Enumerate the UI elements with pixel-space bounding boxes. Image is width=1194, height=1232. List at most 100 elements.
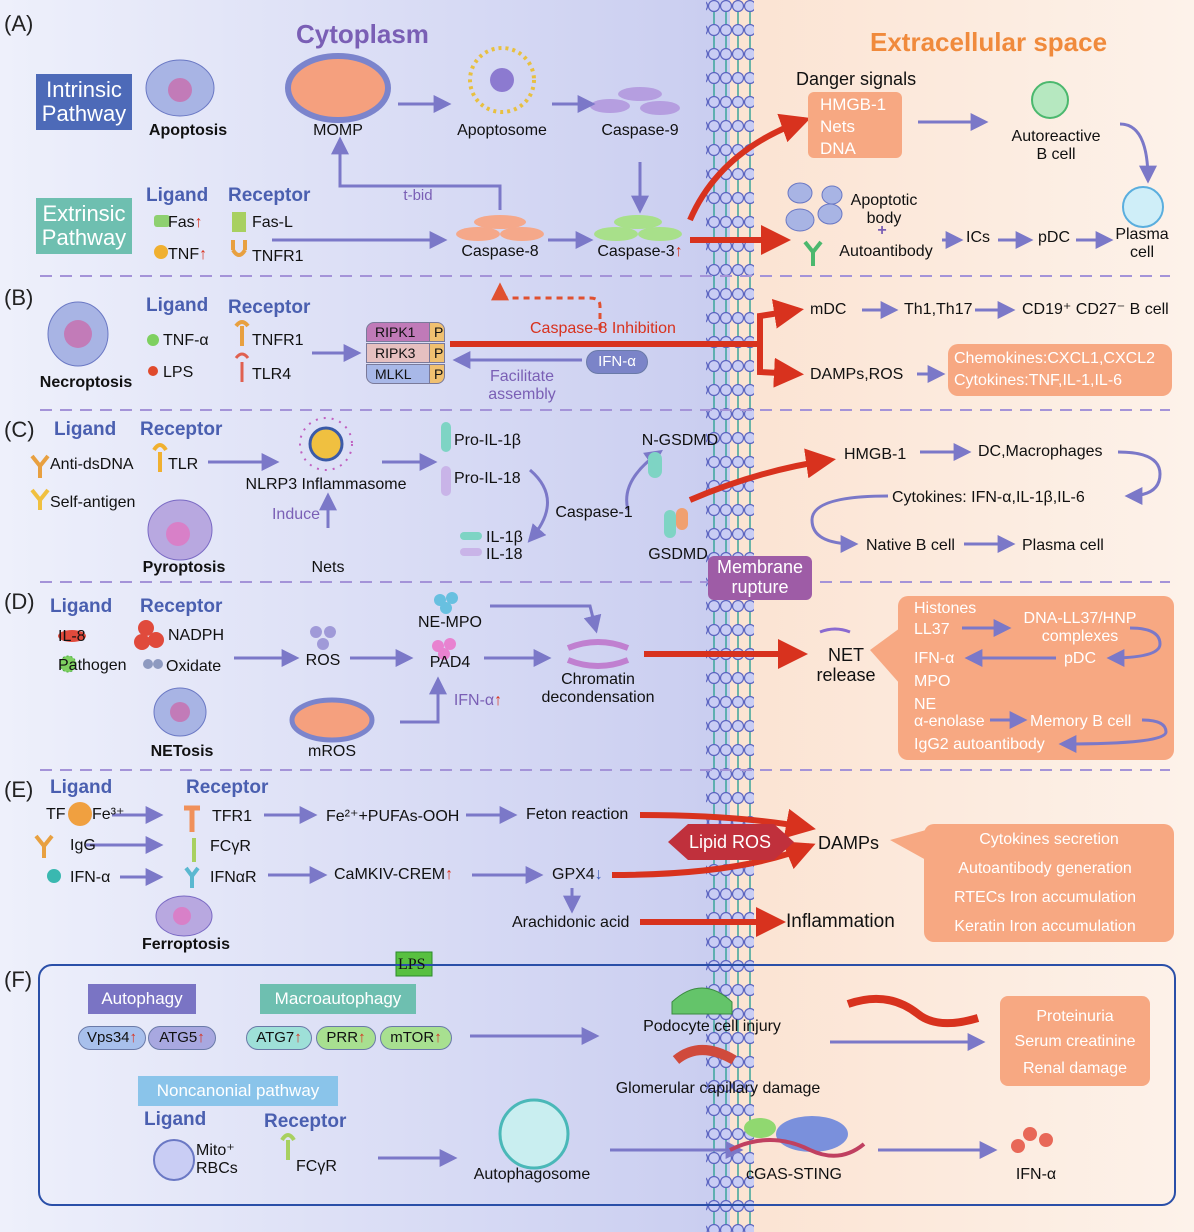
f-ifna-label: IFN-α <box>1015 1166 1057 1183</box>
d-box-pdc: pDC <box>1064 650 1097 667</box>
ne-mpo-label: NE-MPO <box>418 614 482 631</box>
camkiv-label: CaMKIV-CREM↑ <box>334 866 454 883</box>
autoantibody-generation-label: Autoantibody generation <box>958 860 1132 877</box>
c-receptor-header: Receptor <box>140 419 223 440</box>
memory-bcell-label: Memory B cell <box>1030 713 1132 730</box>
dc-macrophages-label: DC,Macrophages <box>978 443 1103 460</box>
mlkl-pill: MLKL <box>366 364 430 384</box>
section-f-frame <box>38 964 1176 1206</box>
pyroptosis-label: Pyroptosis <box>142 559 226 576</box>
caspase8-inhibition-label: Caspase-8 Inhibition <box>530 320 676 337</box>
apoptosome-label: Apoptosome <box>457 122 547 139</box>
section-label-d: (D) <box>4 589 35 614</box>
pro-il18-label: Pro-IL-18 <box>454 470 521 487</box>
necroptosis-label: Necroptosis <box>39 374 133 391</box>
chemokines-text: Chemokines:CXCL1,CXCL2 <box>954 350 1155 367</box>
tlr4-label: TLR4 <box>252 366 292 383</box>
fe3-label: Fe³⁺ <box>92 806 125 823</box>
lipid-ros-label: Lipid ROS <box>688 832 772 852</box>
autophagy-tag: Autophagy <box>88 984 196 1014</box>
oxidate-label: Oxidate <box>166 658 222 675</box>
igg-label: IgG <box>70 837 96 854</box>
atg5-pill: ATG5↑ <box>148 1026 216 1050</box>
d-box-ifna: IFN-α <box>914 650 955 667</box>
cd19-bcell-label: CD19⁺ CD27⁻ B cell <box>1022 301 1169 318</box>
induce-label: Induce <box>271 506 321 523</box>
autoantibody-label: Autoantibody <box>839 243 933 260</box>
mito-rbcs-label: Mito⁺ RBCs <box>196 1142 238 1177</box>
pro-il1b-label: Pro-IL-1β <box>454 432 521 449</box>
il8-label: IL-8 <box>58 628 86 645</box>
damps-ros-label: DAMPs,ROS <box>810 366 904 383</box>
tnf-label: TNF↑ <box>168 246 208 263</box>
native-bcell-label: Native B cell <box>866 537 955 554</box>
arachidonic-label: Arachidonic acid <box>512 914 630 931</box>
mpo-label: MPO <box>914 673 951 690</box>
caspase9-label: Caspase-9 <box>601 122 679 139</box>
vps34-pill: Vps34↑ <box>78 1026 146 1050</box>
membrane-rupture-label: Membrane rupture <box>716 557 804 597</box>
proteinuria-label: Proteinuria <box>1036 1008 1114 1025</box>
inflammation-label: Inflammation <box>786 911 895 932</box>
n-gsdmd-label: N-GSDMD <box>641 432 719 449</box>
pad4-label: PAD4 <box>429 654 471 671</box>
keratin-iron-label: Keratin Iron accumulation <box>954 918 1136 935</box>
mtor-pill: mTOR↑ <box>380 1026 452 1050</box>
il1b-label: IL-1β <box>486 529 523 546</box>
b-ligand-header: Ligand <box>146 295 209 316</box>
momp-label: MOMP <box>313 122 363 139</box>
ros-label: ROS <box>305 652 341 669</box>
autoreactive-bcell-label: Autoreactive B cell <box>1011 128 1101 163</box>
plus-sign: + <box>877 222 887 239</box>
a-receptor-header: Receptor <box>228 185 311 206</box>
histones-label: Histones <box>914 600 977 617</box>
extrinsic-pathway-box: Extrinsic Pathway <box>36 198 132 255</box>
ifnar-label: IFNαR <box>210 869 257 886</box>
section-label-a: (A) <box>4 11 34 36</box>
b-tnfr1-label: TNFR1 <box>252 332 304 349</box>
danger-hmgb1: HMGB-1 <box>820 95 887 114</box>
caspase1-label: Caspase-1 <box>555 504 633 521</box>
gpx4-label: GPX4↓ <box>552 866 603 883</box>
ripk3-pill: RIPK3 <box>366 343 430 363</box>
section-label-f: (F) <box>4 967 33 992</box>
glomerular-label: Glomerular capillary damage <box>615 1080 821 1097</box>
serum-creatinine-label: Serum creatinine <box>1014 1033 1136 1050</box>
ics-label: ICs <box>966 229 990 246</box>
f-fcgr-label: FCγR <box>296 1158 337 1175</box>
p-pill-1: P <box>429 322 445 342</box>
alpha-enolase-label: α-enolase <box>914 713 985 730</box>
intrinsic-pathway-box: Intrinsic Pathway <box>36 74 132 131</box>
section-label-e: (E) <box>4 777 34 802</box>
tfr1-label: TFR1 <box>212 808 252 825</box>
gsdmd-label: GSDMD <box>648 546 708 563</box>
e-ligand-header: Ligand <box>50 777 113 798</box>
ifna-pill: IFN-α <box>586 350 648 374</box>
net-release-label: NET release <box>816 645 876 685</box>
ripk1-pill: RIPK1 <box>366 322 430 342</box>
dna-ll37-label: DNA-LL37/HNP complexes <box>1023 610 1137 645</box>
apoptosis-label: Apoptosis <box>148 122 228 139</box>
d-ligand-header: Ligand <box>50 596 113 617</box>
plasma-cell-label: Plasma cell <box>1115 226 1169 261</box>
igg2-label: IgG2 autoantibody <box>914 736 1045 753</box>
noncanonical-tag: Noncanonial pathway <box>138 1076 338 1106</box>
chemokines-box: Chemokines:CXCL1,CXCL2 Cytokines:TNF,IL-… <box>948 344 1172 396</box>
antidsdna-label: Anti-dsDNA <box>50 456 134 473</box>
b-receptor-header: Receptor <box>228 297 311 318</box>
caspase8-label: Caspase-8 <box>461 243 539 260</box>
apoptotic-body-label: Apoptotic body <box>850 192 918 227</box>
netosis-label: NETosis <box>150 743 214 760</box>
tf-label: TF <box>46 806 66 823</box>
e-damps-label: DAMPs <box>818 833 880 853</box>
mdc-label: mDC <box>810 301 847 318</box>
ll37-label: LL37 <box>914 621 950 638</box>
th-label: Th1,Th17 <box>904 301 973 318</box>
feton-reaction-label: Feton reaction <box>526 806 629 823</box>
self-antigen-label: Self-antigen <box>50 494 136 511</box>
tbid-label: t-bid <box>403 187 433 204</box>
tnfr1-label: TNFR1 <box>252 248 304 265</box>
ne-label: NE <box>914 696 937 713</box>
il18-label: IL-18 <box>486 546 523 563</box>
renal-damage-label: Renal damage <box>1022 1060 1128 1077</box>
